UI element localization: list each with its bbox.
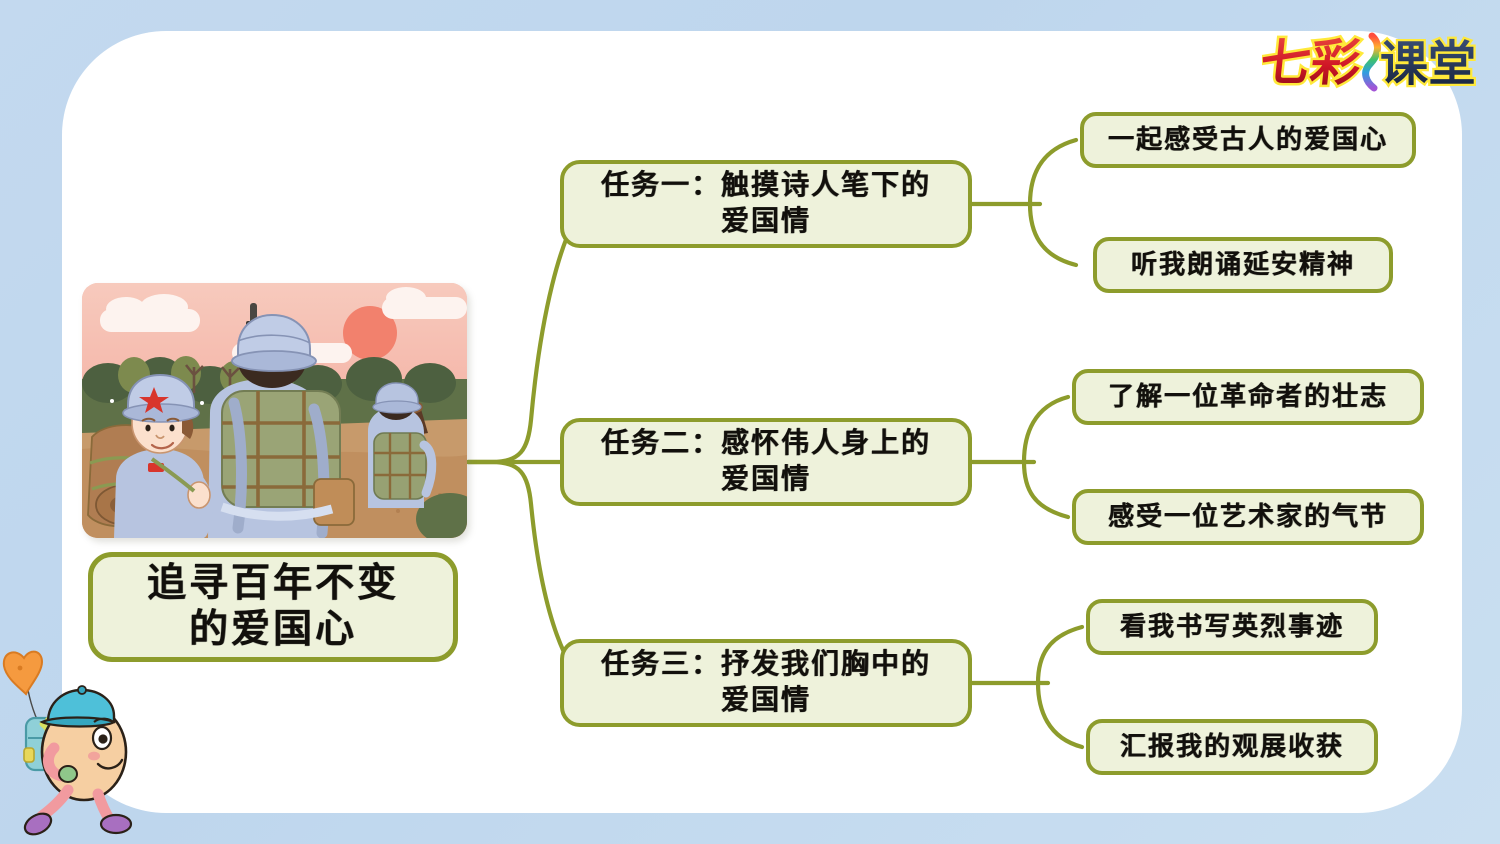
task-node-2[interactable]: 任务二：感怀伟人身上的 爱国情 xyxy=(560,418,972,506)
central-topic-label: 追寻百年不变 的爱国心 xyxy=(146,561,399,651)
leaf-node-2-1-label: 了解一位革命者的壮志 xyxy=(1107,382,1388,412)
heart-balloon-icon xyxy=(2,650,44,696)
leaf-node-1-1[interactable]: 一起感受古人的爱国心 xyxy=(1080,112,1416,168)
task-node-2-label: 任务二：感怀伟人身上的 爱国情 xyxy=(600,428,931,495)
task-node-1[interactable]: 任务一：触摸诗人笔下的 爱国情 xyxy=(560,160,972,248)
leaf-node-1-2[interactable]: 听我朗诵延安精神 xyxy=(1093,237,1393,293)
mascot-character xyxy=(2,644,154,842)
central-topic-node[interactable]: 追寻百年不变 的爱国心 xyxy=(88,552,458,662)
task-node-3[interactable]: 任务三：抒发我们胸中的 爱国情 xyxy=(560,639,972,727)
task-node-3-label: 任务三：抒发我们胸中的 爱国情 xyxy=(600,649,931,716)
leaf-node-2-2-label: 感受一位艺术家的气节 xyxy=(1107,502,1388,532)
red-army-illustration xyxy=(82,283,467,538)
leaf-node-3-2[interactable]: 汇报我的观展收获 xyxy=(1086,719,1378,775)
leaf-node-1-2-label: 听我朗诵延安精神 xyxy=(1130,250,1355,280)
leaf-node-3-2-label: 汇报我的观展收获 xyxy=(1119,732,1344,762)
task-node-1-label: 任务一：触摸诗人笔下的 爱国情 xyxy=(600,170,931,237)
leaf-node-3-1[interactable]: 看我书写英烈事迹 xyxy=(1086,599,1378,655)
leaf-node-3-1-label: 看我书写英烈事迹 xyxy=(1119,612,1344,642)
leaf-node-1-1-label: 一起感受古人的爱国心 xyxy=(1107,125,1388,155)
leaf-node-2-2[interactable]: 感受一位艺术家的气节 xyxy=(1072,489,1424,545)
leaf-node-2-1[interactable]: 了解一位革命者的壮志 xyxy=(1072,369,1424,425)
